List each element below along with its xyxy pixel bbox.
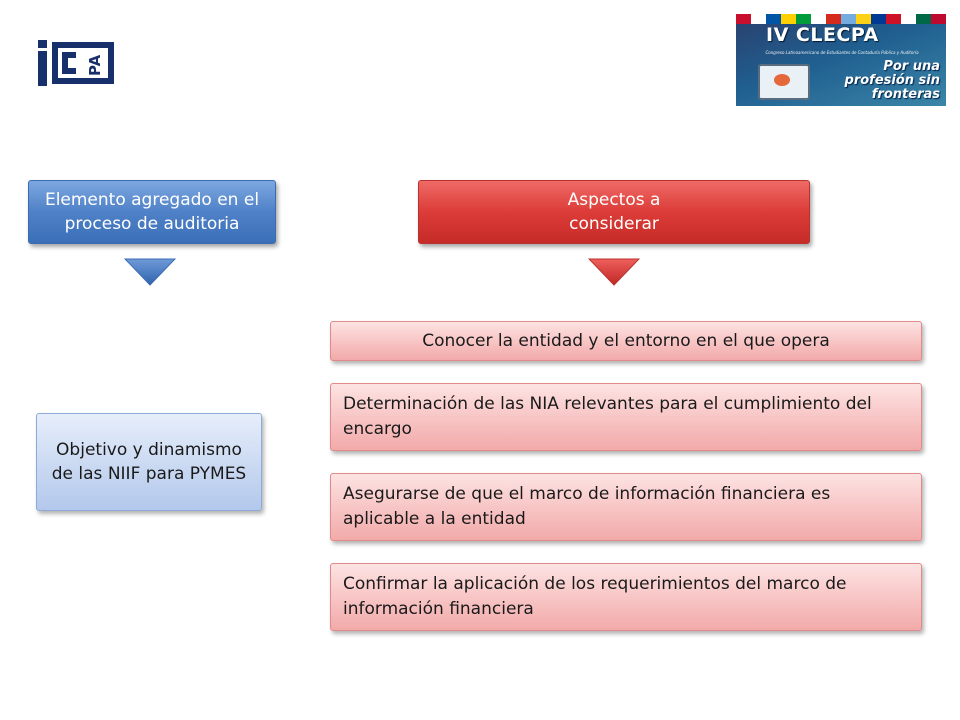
aspect-item-label: Conocer la entidad y el entorno en el qu… — [422, 330, 830, 351]
banner-title: IV CLECPA — [766, 24, 879, 46]
banner-motto: Por una profesión sin fronteras — [844, 59, 940, 102]
aspect-item-2: Determinación de las NIA relevantes para… — [330, 383, 922, 451]
blue-down-arrow-icon — [124, 258, 176, 286]
left-item-box: Objetivo y dinamismo de las NIIF para PY… — [36, 413, 262, 511]
monitor-icon — [758, 64, 810, 100]
aspect-item-label: Confirmar la aplicación de los requerimi… — [343, 574, 847, 619]
aspect-item-label: Asegurarse de que el marco de informació… — [343, 484, 831, 529]
aspect-item-label: Determinación de las NIA relevantes para… — [343, 394, 872, 439]
right-header-label: Aspectos a considerar — [567, 190, 661, 234]
right-header-box: Aspectos a considerar — [418, 180, 810, 244]
red-down-arrow-icon — [588, 258, 640, 286]
svg-text:PA: PA — [86, 54, 104, 76]
left-item-label: Objetivo y dinamismo de las NIIF para PY… — [51, 440, 247, 484]
aspect-item-1: Conocer la entidad y el entorno en el qu… — [330, 321, 922, 361]
aspect-item-3: Asegurarse de que el marco de informació… — [330, 473, 922, 541]
banner-subtitle: Congreso Latinoamericano de Estudiantes … — [765, 50, 919, 55]
aspect-item-4: Confirmar la aplicación de los requerimi… — [330, 563, 922, 631]
clecpa-banner: IV CLECPA Congreso Latinoamericano de Es… — [736, 14, 946, 106]
left-header-box: Elemento agregado en el proceso de audit… — [28, 180, 276, 244]
flags-strip — [736, 14, 946, 24]
left-header-label: Elemento agregado en el proceso de audit… — [44, 190, 260, 234]
icpa-logo: PA — [36, 40, 116, 86]
